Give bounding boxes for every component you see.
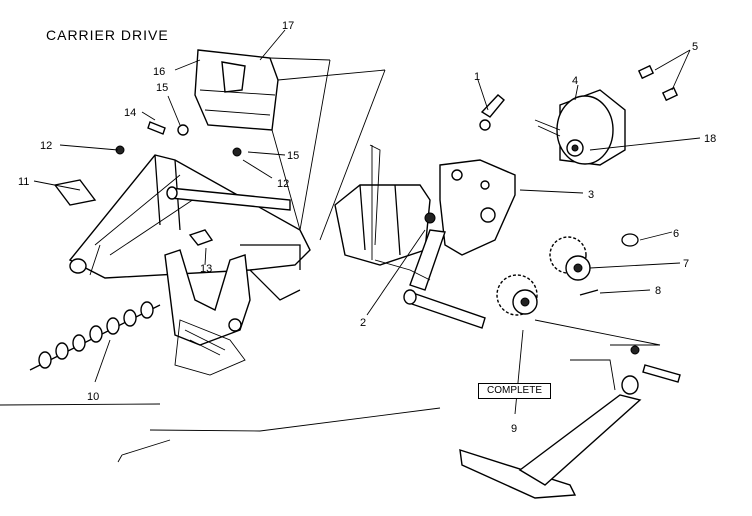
callout-12b: 12 — [277, 178, 289, 190]
callout-labels: 1 2 3 4 5 6 7 8 9 10 11 12 12 13 14 15 1… — [18, 20, 716, 435]
callout-8: 8 — [655, 285, 661, 297]
callout-18: 18 — [704, 133, 716, 145]
callout-6: 6 — [673, 228, 679, 240]
callout-4: 4 — [572, 75, 578, 87]
callout-14: 14 — [124, 107, 136, 119]
callout-5: 5 — [692, 41, 698, 53]
screws — [637, 64, 679, 102]
motor-bracket — [334, 144, 431, 266]
fasteners — [53, 121, 242, 246]
callout-17: 17 — [282, 20, 294, 32]
carrier-frame — [68, 59, 386, 301]
callout-9: 9 — [511, 423, 517, 435]
callout-12a: 12 — [40, 140, 52, 152]
leader-lines — [33, 29, 701, 415]
callout-15b: 15 — [287, 150, 299, 162]
cam-shaft — [29, 301, 161, 371]
gear-assembly — [496, 236, 591, 316]
callout-16: 16 — [153, 66, 165, 78]
callout-15a: 15 — [156, 82, 168, 94]
callout-2: 2 — [360, 317, 366, 329]
complete-label: COMPLETE — [478, 383, 551, 399]
ribbon-bracket — [164, 249, 251, 376]
pin — [479, 94, 505, 131]
callout-10: 10 — [87, 391, 99, 403]
callout-13: 13 — [200, 263, 212, 275]
slide-rail — [459, 319, 681, 499]
callout-1: 1 — [474, 71, 480, 83]
callout-3: 3 — [588, 189, 594, 201]
callout-7: 7 — [683, 258, 689, 270]
diagram-title: CARRIER DRIVE — [46, 27, 169, 43]
e-ring — [621, 233, 639, 247]
stray-lines — [0, 403, 441, 463]
idler-arm — [374, 212, 446, 291]
callout-11: 11 — [18, 176, 29, 188]
carrier-shaft — [166, 186, 291, 211]
spring — [579, 289, 599, 296]
stepper-motor — [534, 89, 626, 166]
lower-shaft — [403, 289, 486, 329]
gear-plate — [439, 159, 516, 256]
carrier-plate — [194, 49, 386, 231]
